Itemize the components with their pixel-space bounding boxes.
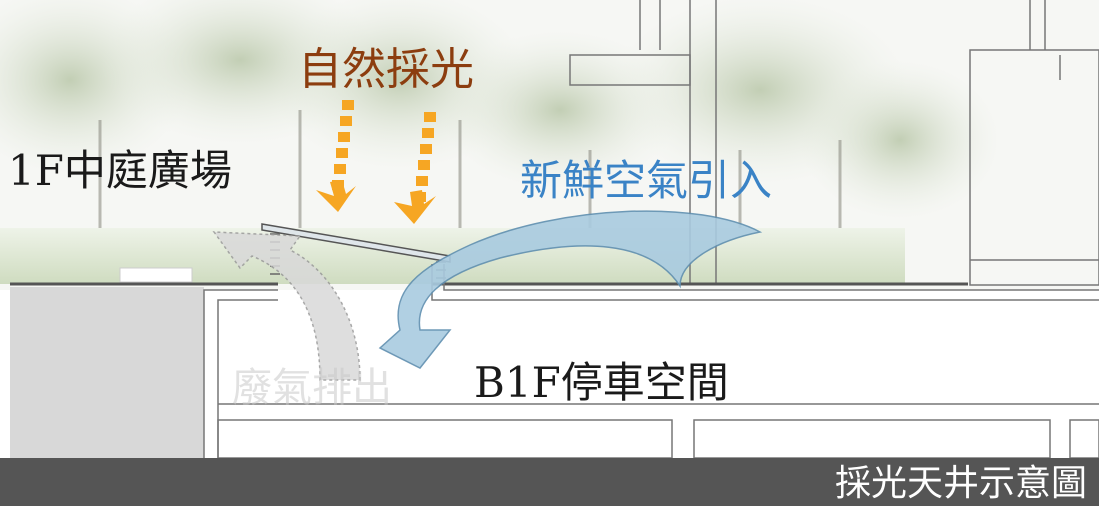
bench xyxy=(119,267,193,283)
fresh-air-label: 新鮮空氣引入 xyxy=(520,156,773,205)
exhaust-arrow xyxy=(212,231,361,381)
sunlight-arrow-1 xyxy=(316,100,356,212)
right-building xyxy=(969,49,1099,286)
tree-canopies xyxy=(0,0,1000,220)
diagram-caption: 採光天井示意圖 xyxy=(834,463,1087,504)
parking-label: B1F停車空間 xyxy=(474,358,729,407)
exhaust-label: 廢氣排出 xyxy=(232,365,392,411)
natural-light-label: 自然採光 xyxy=(298,44,474,95)
caption-bar: 採光天井示意圖 xyxy=(0,458,1099,506)
atrium-plaza-label: 1F中庭廣場 xyxy=(8,146,232,195)
ground-mass xyxy=(10,287,204,458)
sunlight-arrow-2 xyxy=(394,112,436,224)
fresh-air-arrow xyxy=(378,210,763,369)
